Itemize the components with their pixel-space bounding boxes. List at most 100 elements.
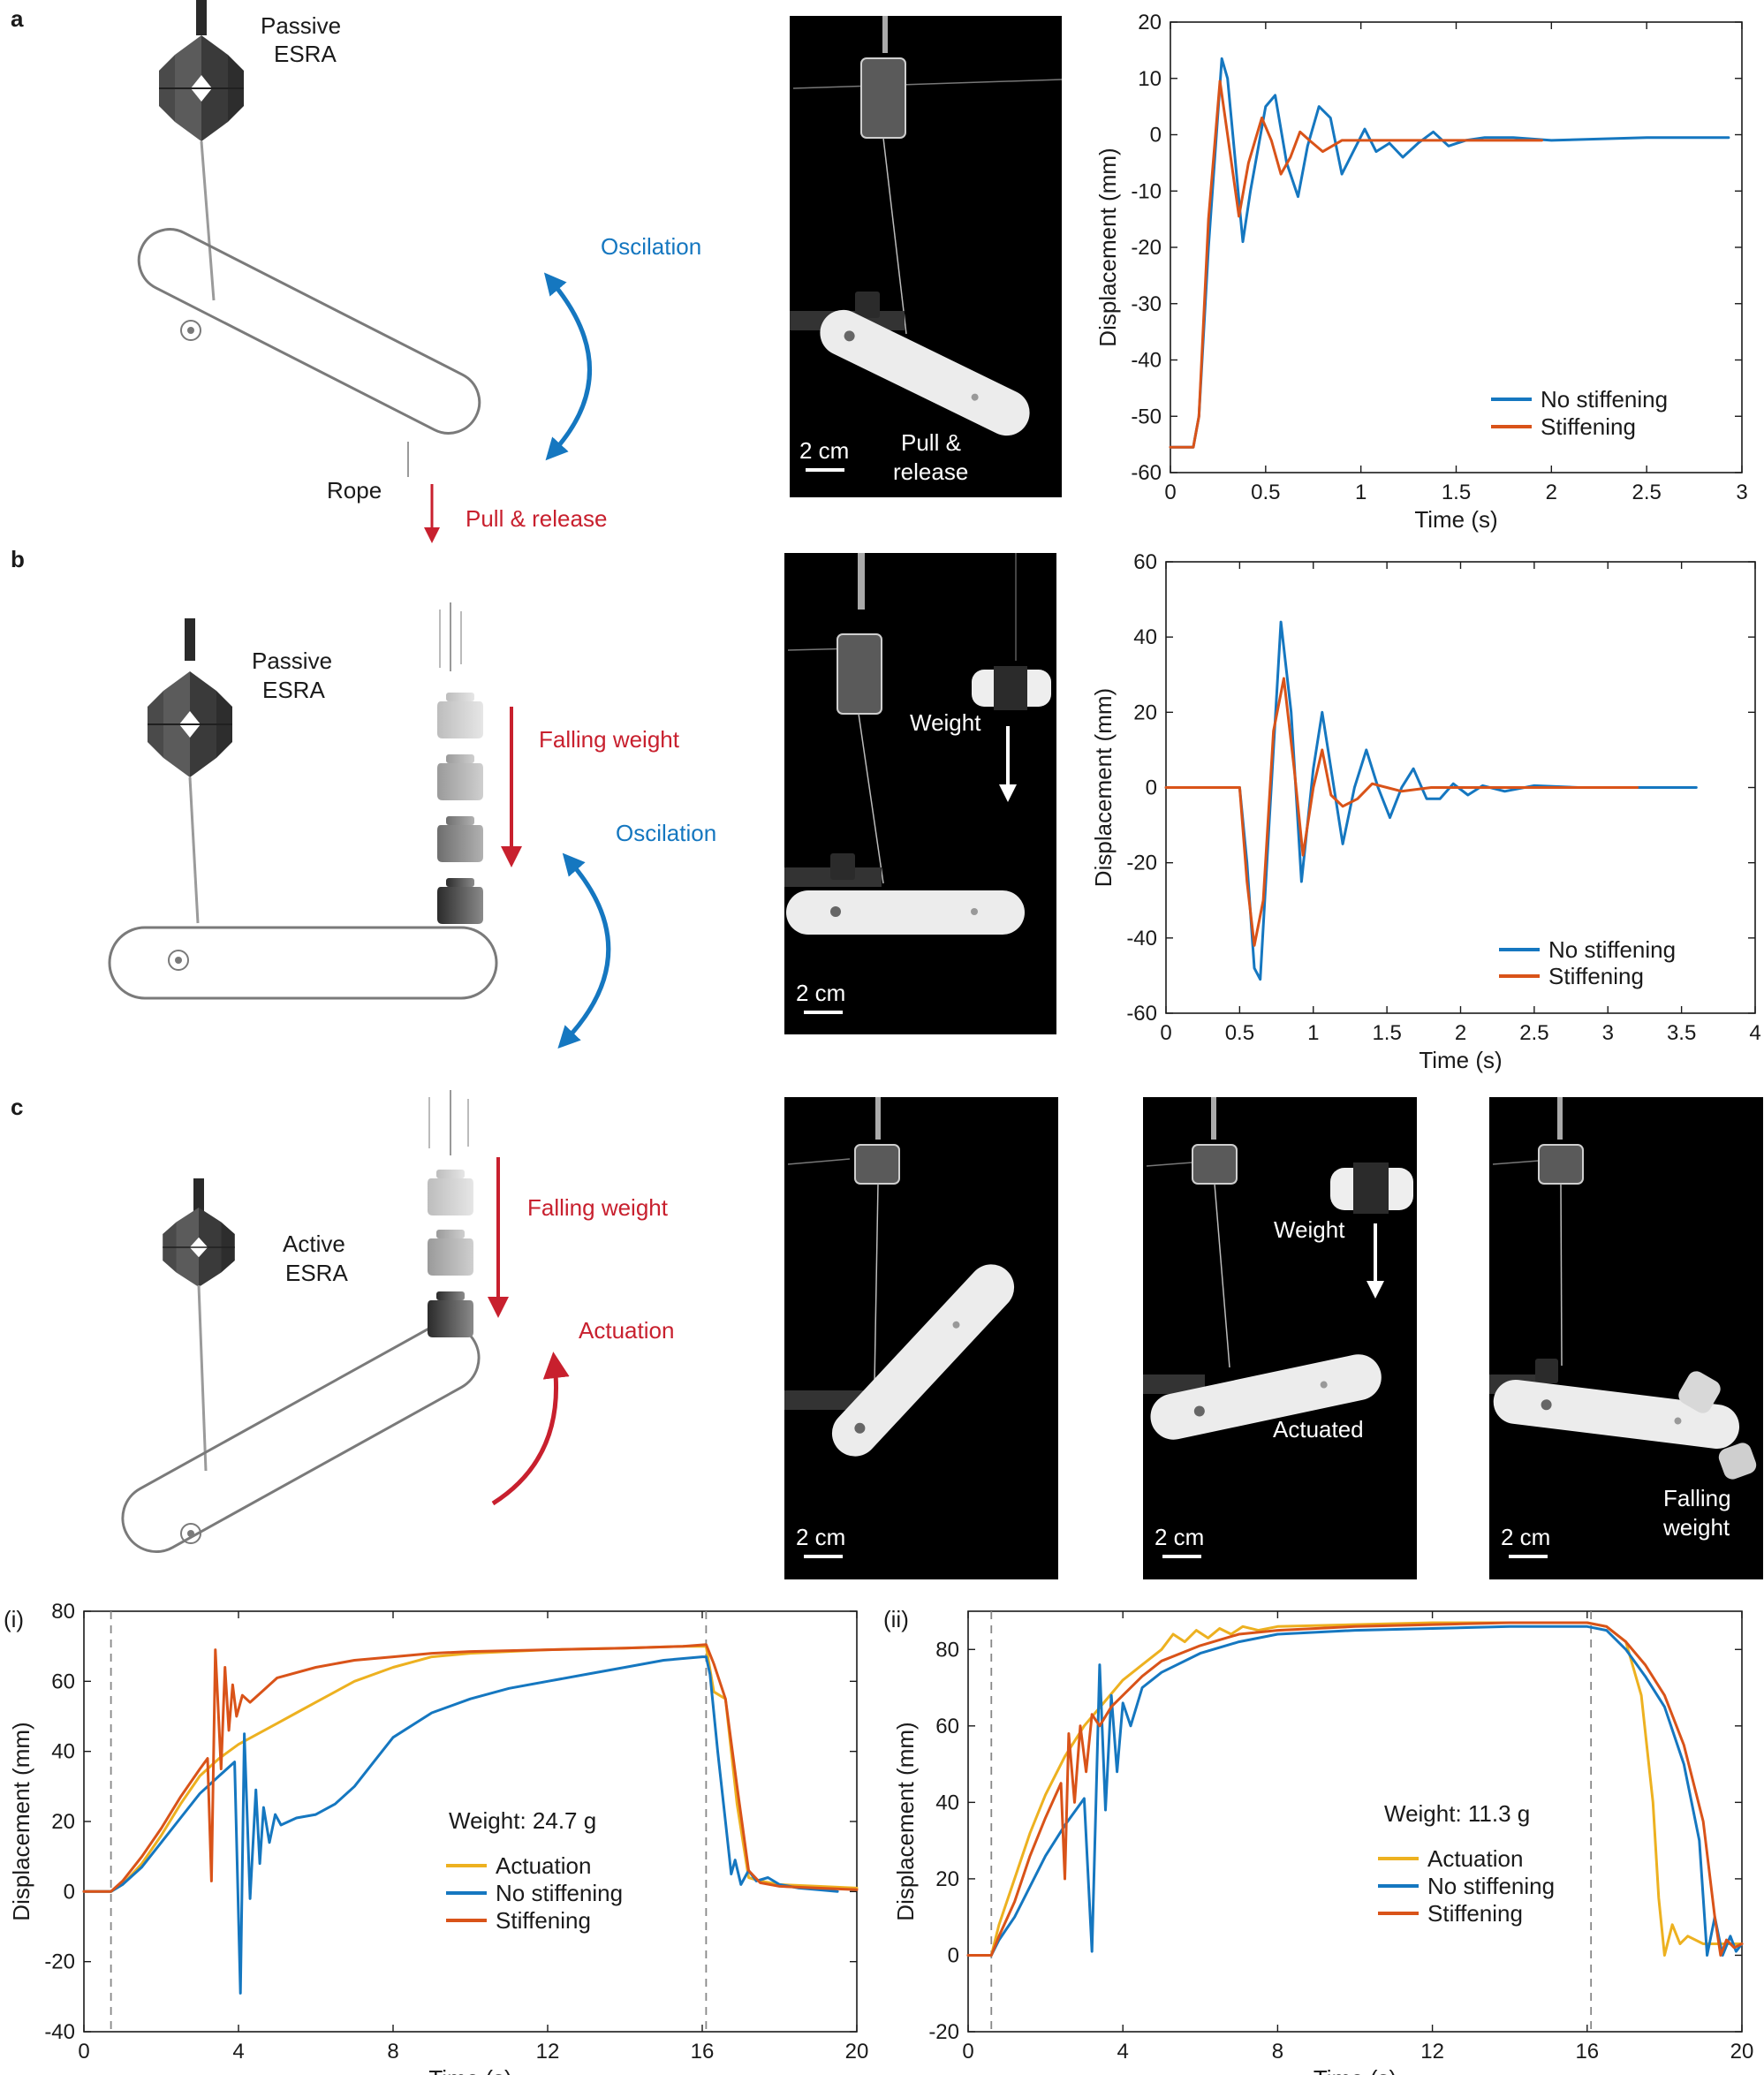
- legend-label: Stiffening: [1548, 963, 1644, 989]
- y-tick-label: -60: [1126, 1002, 1157, 1026]
- y-axis-label: Displacement (mm): [1094, 148, 1121, 346]
- scale-label: 2 cm: [799, 437, 849, 464]
- legend-label: Stiffening: [496, 1907, 591, 1934]
- x-tick-label: 0.5: [1225, 1021, 1254, 1045]
- mount-rod: [185, 618, 195, 661]
- x-tick-label: 1.5: [1372, 1021, 1401, 1045]
- series-line-no-stiffening: [966, 1624, 1744, 1957]
- y-tick-label: -40: [1131, 349, 1162, 373]
- schematic-a: Passive ESRA Oscilation Rope Pull & rele…: [137, 0, 701, 543]
- plot-frame: [967, 1610, 1743, 2033]
- legend-label: No stiffening: [1548, 936, 1676, 963]
- tendon: [188, 776, 200, 924]
- y-tick-label: 0: [64, 1880, 75, 1904]
- esra-actuator-icon: [147, 670, 233, 778]
- lever-arm: [831, 1264, 1015, 1457]
- photo-caption: Weight: [1274, 1216, 1345, 1243]
- y-tick-label: -20: [44, 1950, 75, 1974]
- scale-label: 2 cm: [1501, 1524, 1550, 1550]
- x-tick-label: 16: [691, 2040, 715, 2064]
- x-tick-label: 0: [962, 2040, 973, 2064]
- esra-label-1: Passive: [252, 647, 332, 674]
- series-line-actuation: [82, 1645, 859, 1893]
- panel-label-cii: (ii): [883, 1606, 909, 1632]
- y-tick-label: 80: [935, 1638, 959, 1662]
- esra-label-2: ESRA: [262, 677, 325, 703]
- actuation-label: Actuation: [579, 1317, 674, 1344]
- x-tick-label: 2.5: [1519, 1021, 1548, 1045]
- panel-label-c: c: [11, 1094, 23, 1120]
- schematic-c: Active ESRA Falling weight Actuation: [121, 1090, 674, 1554]
- y-tick-label: 60: [935, 1715, 959, 1738]
- y-tick-label: 60: [1133, 550, 1157, 574]
- y-tick-label: 40: [935, 1791, 959, 1814]
- x-tick-label: 2: [1546, 481, 1557, 504]
- pivot-icon: [180, 1523, 201, 1544]
- esra-actuator-icon: [158, 34, 245, 142]
- y-tick-label: 0: [1150, 124, 1162, 148]
- photo-caption-2: weight: [1662, 1514, 1730, 1541]
- lever-arm: [108, 926, 498, 1000]
- x-tick-label: 2: [1455, 1021, 1466, 1045]
- lever-arm: [820, 309, 1030, 436]
- lever-arm: [137, 228, 481, 435]
- esra-label-1: Active: [283, 1231, 345, 1257]
- x-tick-label: 4: [232, 2040, 244, 2064]
- x-tick-label: 8: [1272, 2040, 1283, 2064]
- y-axis-label: Displacement (mm): [1090, 688, 1117, 887]
- pull-release-label: Pull & release: [466, 505, 607, 532]
- scale-label: 2 cm: [796, 1524, 845, 1550]
- photo-caption: Weight: [910, 709, 981, 736]
- scale-label: 2 cm: [1155, 1524, 1204, 1550]
- lever-arm: [1493, 1379, 1740, 1450]
- x-axis-label: Time (s): [1419, 1047, 1502, 1073]
- esra-label-2: ESRA: [274, 41, 337, 67]
- y-axis-label: Displacement (mm): [8, 1722, 34, 1920]
- x-axis-label: Time (s): [1414, 506, 1497, 533]
- y-tick-label: 80: [51, 1600, 75, 1624]
- x-tick-label: 12: [536, 2040, 560, 2064]
- photo-c3: 2 cm Falling weight: [1489, 1097, 1763, 1579]
- series-line-stiffening: [1169, 80, 1543, 449]
- y-tick-label: -50: [1131, 405, 1162, 428]
- x-tick-label: 3.5: [1667, 1021, 1696, 1045]
- esra-device: [1192, 1144, 1238, 1185]
- oscillation-label: Oscilation: [616, 820, 716, 846]
- esra-device: [837, 633, 882, 715]
- x-axis-label: Time (s): [1314, 2065, 1397, 2075]
- esra-device: [1538, 1144, 1584, 1185]
- esra-label-2: ESRA: [285, 1260, 348, 1286]
- esra-device: [860, 57, 906, 139]
- x-tick-label: 20: [845, 2040, 869, 2064]
- photo-caption-actuated: Actuated: [1273, 1416, 1364, 1443]
- y-tick-label: 40: [1133, 625, 1157, 649]
- photo-caption-1: Pull &: [901, 429, 961, 456]
- x-tick-label: 12: [1420, 2040, 1444, 2064]
- photo-c2: 2 cm Weight Actuated: [1143, 1097, 1417, 1579]
- x-tick-label: 1: [1307, 1021, 1319, 1045]
- lever-arm: [1150, 1354, 1382, 1440]
- x-tick-label: 0: [1164, 481, 1176, 504]
- weight-annotation: Weight: 11.3 g: [1384, 1800, 1530, 1827]
- legend-label: Actuation: [496, 1852, 591, 1879]
- x-tick-label: 0: [78, 2040, 89, 2064]
- weight-photo: [1678, 1371, 1721, 1413]
- oscillation-arrow-icon: [543, 272, 592, 461]
- esra-label-1: Passive: [261, 12, 341, 39]
- y-tick-label: 40: [51, 1740, 75, 1764]
- y-tick-label: -40: [44, 2020, 75, 2044]
- mount-rod: [193, 1178, 204, 1214]
- tendon: [197, 1284, 208, 1472]
- legend-label: Stiffening: [1541, 413, 1636, 440]
- x-tick-label: 0.5: [1251, 481, 1280, 504]
- x-tick-label: 1: [1355, 481, 1367, 504]
- falling-weight-icon: [437, 602, 483, 924]
- y-tick-label: -40: [1126, 927, 1157, 950]
- x-tick-label: 8: [387, 2040, 398, 2064]
- photo-c1: 2 cm: [784, 1097, 1058, 1579]
- y-tick-label: -60: [1131, 461, 1162, 485]
- x-tick-label: 3: [1602, 1021, 1614, 1045]
